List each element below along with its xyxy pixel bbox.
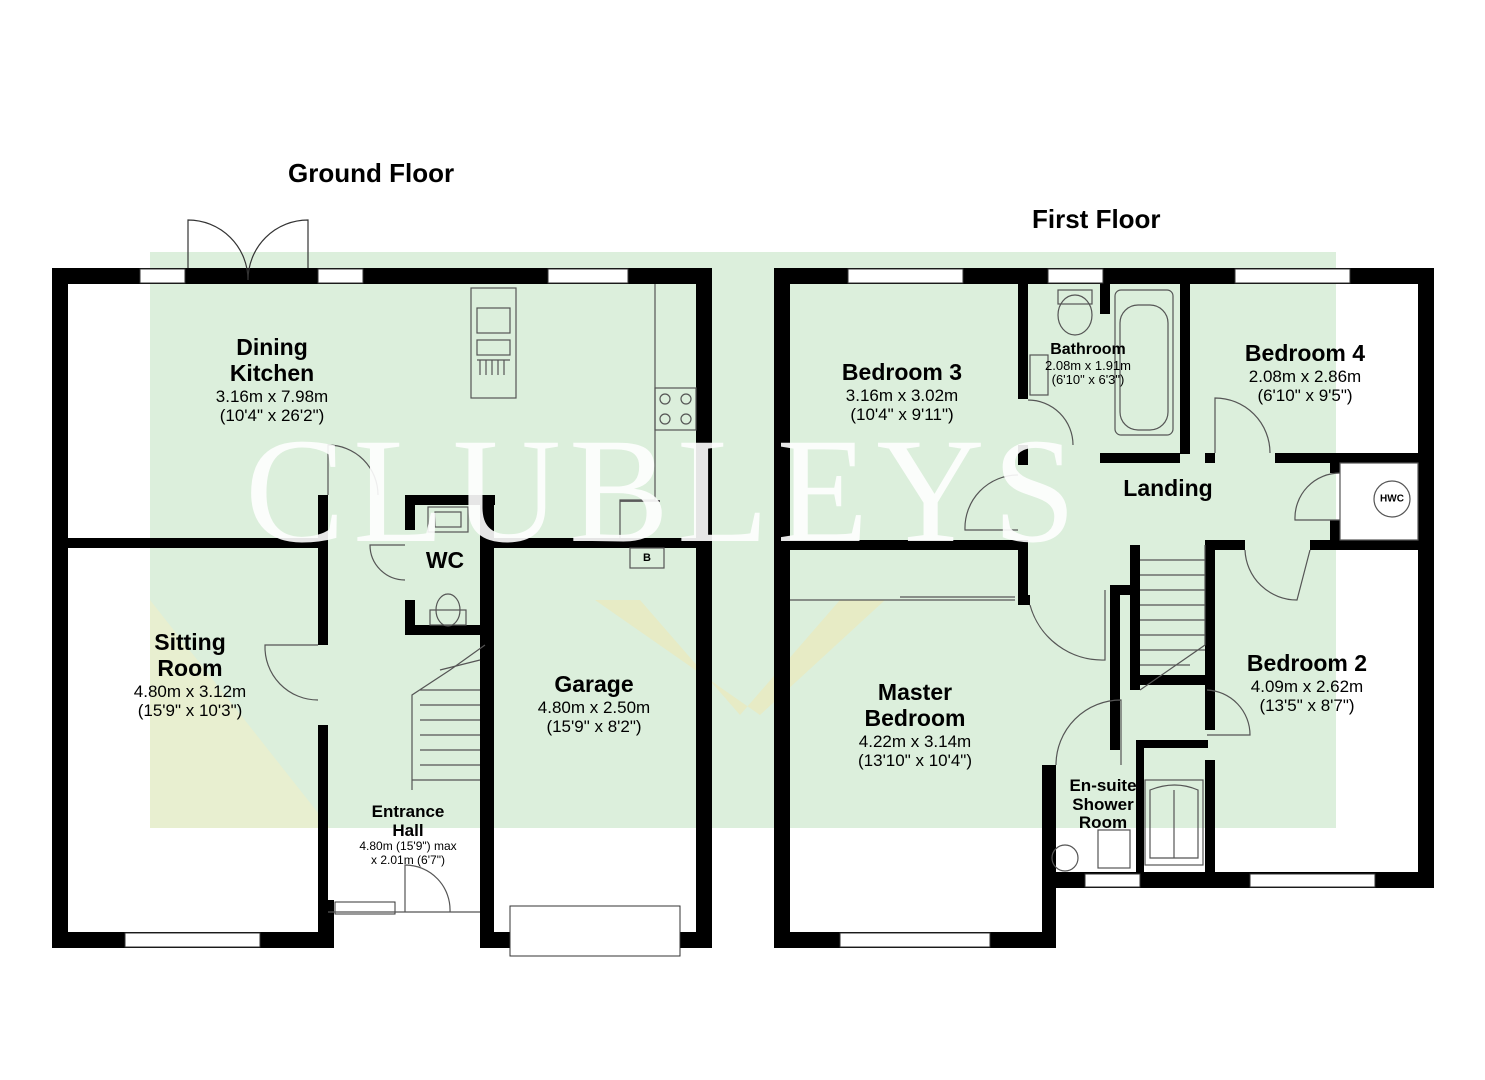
room-sitting-room: Sitting Room 4.80m x 3.12m (15'9" x 10'3…	[133, 629, 247, 720]
room-imperial: (13'10" x 10'4")	[857, 750, 973, 770]
room-imperial: (15'9" x 8'2")	[546, 716, 642, 736]
room-name: Bedroom 2	[1246, 650, 1368, 676]
boiler-label: B	[643, 552, 651, 564]
room-landing: Landing	[1123, 475, 1213, 502]
room-ensuite-shower: En-suite Shower Room	[1069, 776, 1137, 833]
room-imperial: (6'10" x 9'5")	[1257, 385, 1353, 405]
clubleys-watermark: CLUBLEYS	[245, 408, 1085, 574]
first-floor-title: First Floor	[1032, 204, 1161, 234]
hwc-label: HWC	[1380, 493, 1404, 505]
room-metric: 4.09m x 2.62m	[1250, 676, 1364, 696]
ground-fixtures	[264, 284, 697, 913]
room-name: Landing	[1123, 475, 1213, 501]
room-metric: 2.08m x 1.91m	[1045, 357, 1131, 373]
room-dining-kitchen: Dining Kitchen 3.16m x 7.98m (10'4" x 26…	[215, 334, 329, 425]
room-name: Garage	[554, 671, 634, 697]
room-metric: 4.80m (15'9") max	[359, 839, 457, 854]
logo-chevron-mark	[150, 600, 885, 828]
room-garage: Garage 4.80m x 2.50m (15'9" x 8'2")	[537, 671, 651, 736]
room-name: Bathroom	[1050, 341, 1126, 358]
brand-overlay	[150, 252, 1336, 828]
room-imperial: (10'4" x 26'2")	[219, 405, 325, 425]
room-entrance-hall: Entrance Hall 4.80m (15'9") max x 2.01m …	[359, 802, 456, 867]
room-bedroom-3: Bedroom 3 3.16m x 3.02m (10'4" x 9'11")	[841, 359, 963, 424]
ground-floor-title: Ground Floor	[288, 158, 455, 188]
room-bathroom: Bathroom 2.08m x 1.91m (6'10" x 6'3")	[1045, 341, 1131, 388]
room-metric: 4.80m x 3.12m	[133, 681, 247, 701]
room-imperial: (6'10" x 6'3")	[1051, 372, 1125, 388]
room-metric: 4.80m x 2.50m	[537, 697, 651, 717]
first-floor-walls	[774, 268, 1434, 948]
room-wc: WC	[425, 547, 465, 574]
room-name: Bedroom 3	[841, 359, 963, 385]
room-name: En-suite Shower Room	[1069, 776, 1137, 833]
room-bedroom-2: Bedroom 2 4.09m x 2.62m (13'5" x 8'7")	[1246, 650, 1368, 715]
room-name: Entrance Hall	[371, 802, 445, 841]
room-bedroom-4: Bedroom 4 2.08m x 2.86m (6'10" x 9'5")	[1244, 340, 1366, 405]
french-doors	[187, 219, 309, 281]
room-metric: 3.16m x 3.02m	[845, 385, 959, 405]
first-windows	[839, 268, 1376, 948]
room-imperial: x 2.01m (6'7")	[371, 852, 445, 867]
room-name: Sitting Room	[154, 629, 226, 681]
room-imperial: (10'4" x 9'11")	[850, 404, 954, 424]
room-name: Dining Kitchen	[229, 334, 315, 386]
room-name: Bedroom 4	[1244, 340, 1366, 366]
room-metric: 3.16m x 7.98m	[215, 386, 329, 406]
room-metric: 4.22m x 3.14m	[858, 731, 972, 751]
first-fixtures	[790, 289, 1419, 872]
room-imperial: (15'9" x 10'3")	[137, 700, 243, 720]
room-name: WC	[425, 547, 465, 573]
room-name: Master Bedroom	[864, 679, 966, 731]
room-imperial: (13'5" x 8'7")	[1259, 695, 1355, 715]
ground-windows	[124, 268, 681, 957]
room-metric: 2.08m x 2.86m	[1248, 366, 1362, 386]
room-master-bedroom: Master Bedroom 4.22m x 3.14m (13'10" x 1…	[857, 679, 973, 770]
